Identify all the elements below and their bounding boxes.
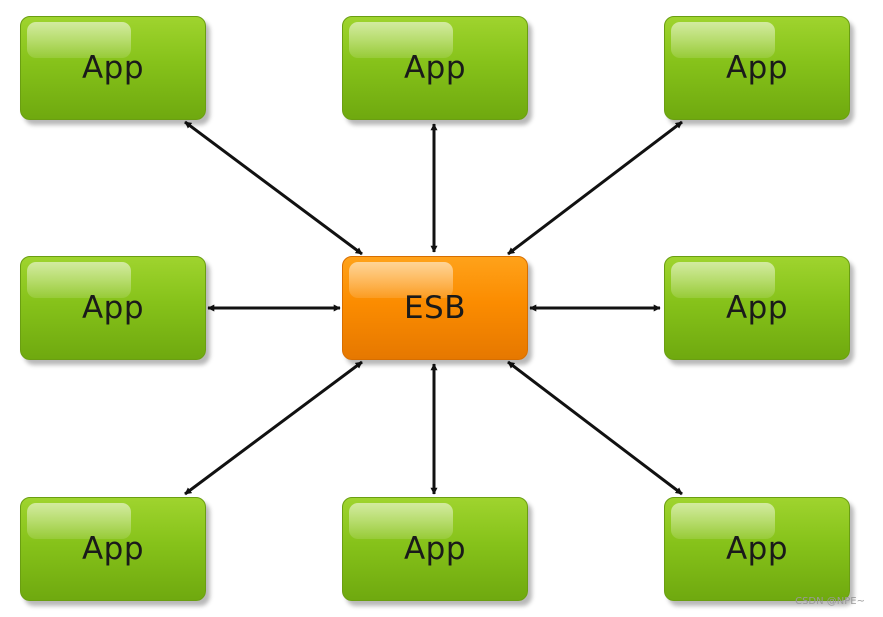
- app-node-top-center: App: [342, 16, 528, 120]
- connector-bottom-right: [507, 360, 683, 496]
- app-node-middle-right: App: [664, 256, 850, 360]
- app-label: App: [403, 531, 467, 567]
- app-node-bottom-left: App: [20, 497, 206, 601]
- connector-top-left: [184, 120, 363, 256]
- app-node-top-right: App: [664, 16, 850, 120]
- esb-hub-node: ESB: [342, 256, 528, 360]
- app-label: App: [725, 290, 789, 326]
- app-node-bottom-right: App: [664, 497, 850, 601]
- app-label: App: [403, 50, 467, 86]
- app-node-middle-left: App: [20, 256, 206, 360]
- connector-bottom-left: [184, 360, 363, 496]
- app-label: App: [81, 50, 145, 86]
- app-label: App: [725, 531, 789, 567]
- esb-label: ESB: [403, 290, 467, 326]
- watermark: CSDN @NPE~: [795, 596, 865, 607]
- app-label: App: [81, 290, 145, 326]
- app-node-top-left: App: [20, 16, 206, 120]
- app-node-bottom-center: App: [342, 497, 528, 601]
- app-label: App: [81, 531, 145, 567]
- app-label: App: [725, 50, 789, 86]
- connector-top-right: [507, 120, 683, 256]
